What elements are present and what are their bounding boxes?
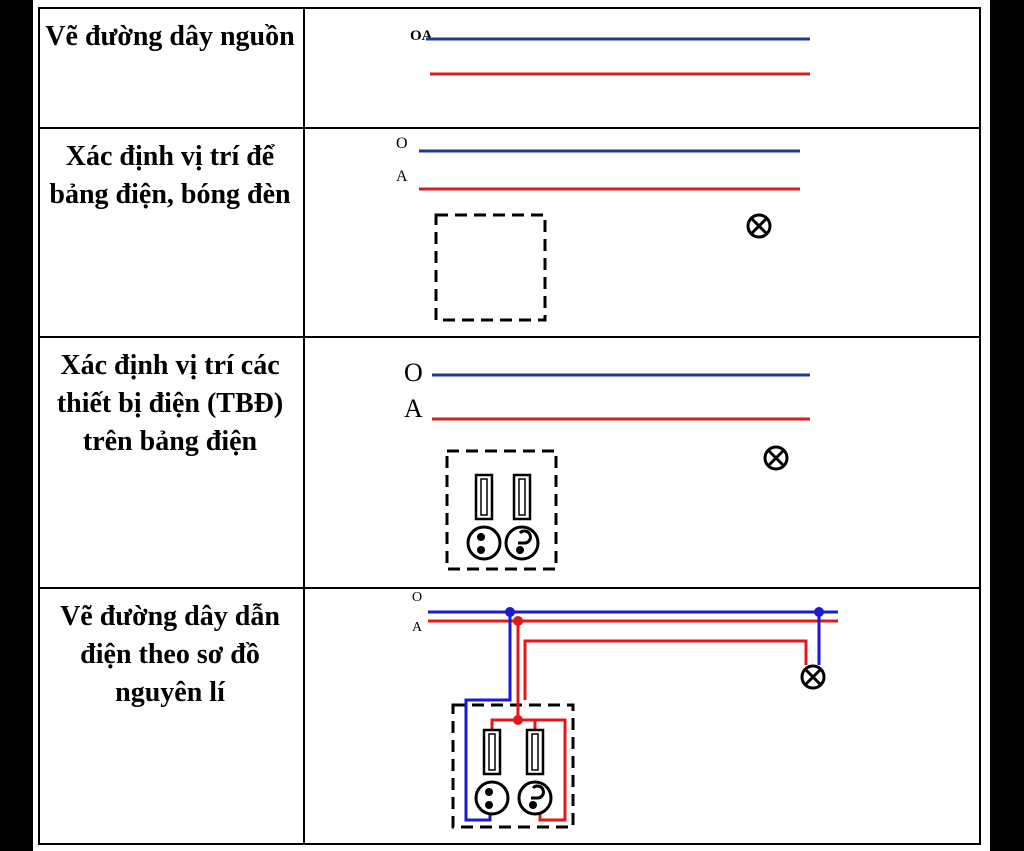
junction-dot (505, 607, 515, 617)
switchboard-outline (434, 213, 547, 322)
neutral-label: O (404, 358, 423, 387)
row-label-device-position: Xác định vị trí các thiết bị điện (TBĐ) … (56, 350, 284, 457)
switchboard-outline (445, 449, 558, 571)
row1-wire-label: OA (410, 28, 433, 44)
row4-diagram: O A (412, 590, 838, 829)
fuse-icon (512, 473, 532, 521)
row-label-board-position: Xác định vị trí để bảng điện, bóng đèn (49, 141, 291, 210)
row1-diagram: OA (410, 28, 810, 76)
socket-icon (504, 525, 540, 561)
row-label-power-line: Vẽ đường dây nguồn (45, 21, 295, 52)
row-label-wiring: Vẽ đường dây dẫn điện theo sơ đồ nguyên … (60, 601, 280, 708)
phase-to-lamp (523, 639, 808, 700)
row2-diagram: O A (396, 135, 800, 322)
socket-icon (517, 780, 553, 816)
junction-dot (513, 715, 523, 725)
socket-icon (466, 525, 502, 561)
fuse-icon (525, 728, 545, 776)
table-grid (38, 7, 981, 845)
neutral-branch (464, 612, 512, 822)
junction-dot (814, 607, 824, 617)
phase-label: A (404, 394, 423, 423)
row3-diagram: O A (404, 358, 810, 571)
phase-board-wiring (490, 718, 567, 822)
fuse-icon (474, 473, 494, 521)
neutral-label: O (412, 590, 422, 605)
switchboard-outline (451, 703, 575, 829)
phase-label: A (396, 168, 408, 185)
socket-icon (474, 780, 510, 816)
fuse-icon (482, 728, 502, 776)
lamp-icon (800, 664, 826, 690)
lamp-icon (746, 213, 772, 239)
phase-label: A (412, 620, 423, 635)
diagram-sheet (33, 0, 990, 851)
lamp-icon (763, 445, 789, 471)
junction-dot (513, 616, 523, 626)
neutral-label: O (396, 135, 408, 152)
